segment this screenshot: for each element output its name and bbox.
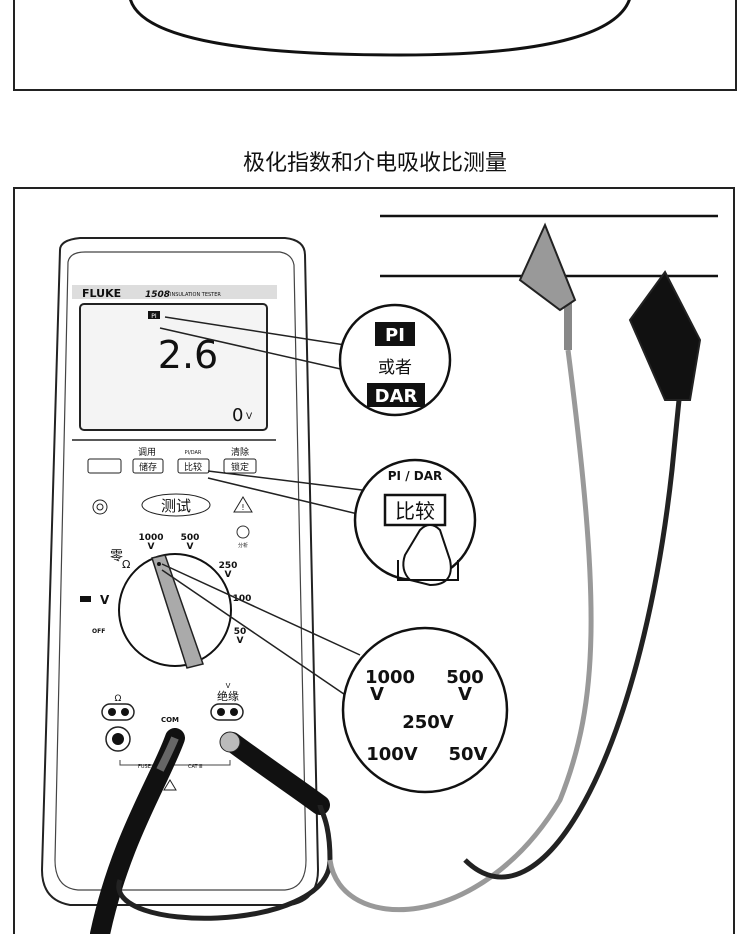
lock-button[interactable] xyxy=(223,458,257,474)
svg-text:V: V xyxy=(458,684,472,705)
svg-text:OFF: OFF xyxy=(92,628,105,635)
compare-button[interactable] xyxy=(177,458,210,474)
leader-button xyxy=(207,470,363,516)
svg-text:DAR: DAR xyxy=(375,386,418,407)
model-number: 1508 xyxy=(145,290,170,300)
svg-text:COM: COM xyxy=(161,716,179,724)
analysis-indicator xyxy=(236,525,250,539)
svg-text:V: V xyxy=(187,542,194,552)
ohm-jack-pair[interactable] xyxy=(101,703,135,721)
figure-frame xyxy=(13,187,735,934)
svg-text:100V: 100V xyxy=(366,744,418,765)
svg-text:PI/DAR: PI/DAR xyxy=(185,450,202,456)
callout-voltages xyxy=(341,626,509,794)
svg-text:50V: 50V xyxy=(449,744,488,765)
svg-text:绝缘: 绝缘 xyxy=(217,689,239,703)
svg-text:清除: 清除 xyxy=(231,446,249,458)
svg-text:50: 50 xyxy=(234,627,247,637)
svg-text:Ω: Ω xyxy=(122,558,130,571)
v-jack-pair[interactable] xyxy=(210,703,244,721)
lcd-pi-indicator xyxy=(148,311,160,319)
lcd-voltage-unit: V xyxy=(246,412,253,422)
black-alligator-clip xyxy=(628,270,702,401)
previous-cable-curve xyxy=(129,0,631,57)
svg-text:V: V xyxy=(237,636,244,646)
svg-text:比较: 比较 xyxy=(395,499,435,523)
svg-text:V: V xyxy=(148,542,155,552)
blank-button[interactable] xyxy=(87,458,122,474)
svg-text:V: V xyxy=(100,593,110,607)
svg-text:250: 250 xyxy=(219,561,238,571)
svg-text:500: 500 xyxy=(181,533,200,543)
figure-title: 极化指数和介电吸收比测量 xyxy=(243,151,507,176)
svg-text:储存: 储存 xyxy=(139,461,157,473)
svg-text:100: 100 xyxy=(233,594,252,604)
svg-text:!: ! xyxy=(241,503,244,512)
previous-frame xyxy=(13,0,737,91)
svg-text:V: V xyxy=(226,682,231,690)
svg-text:锁定: 锁定 xyxy=(231,461,249,473)
svg-text:零: 零 xyxy=(110,549,123,564)
dial-pointer xyxy=(151,554,204,669)
svg-text:CAT Ⅲ: CAT Ⅲ xyxy=(188,764,203,770)
test-button[interactable] xyxy=(141,493,211,517)
warning-icon xyxy=(233,496,253,513)
svg-text:PI: PI xyxy=(385,325,405,346)
lcd-display xyxy=(79,303,268,431)
lcd-reading: 2.6 xyxy=(158,333,218,377)
svg-text:比较: 比较 xyxy=(184,461,202,473)
svg-text:500: 500 xyxy=(446,667,484,688)
svg-text:V: V xyxy=(370,684,384,705)
svg-text:或者: 或者 xyxy=(378,358,412,378)
svg-text:250V: 250V xyxy=(402,712,454,733)
battery-icon xyxy=(80,596,91,602)
brand-logo: FLUKE xyxy=(82,287,121,300)
svg-text:Ω: Ω xyxy=(115,694,122,704)
backlight-icon[interactable] xyxy=(92,499,108,515)
model-subtitle: INSULATION TESTER xyxy=(170,292,221,298)
svg-text:PI / DAR: PI / DAR xyxy=(388,469,443,483)
svg-text:调用: 调用 xyxy=(138,447,156,458)
leader-dial xyxy=(161,563,361,706)
svg-text:测试: 测试 xyxy=(161,497,191,515)
svg-text:V: V xyxy=(225,570,232,580)
test-leads xyxy=(90,222,702,934)
gray-alligator-clip xyxy=(518,222,577,312)
svg-text:FUSE: FUSE xyxy=(138,764,151,770)
svg-text:1000: 1000 xyxy=(138,533,163,543)
leader-display xyxy=(159,316,346,371)
svg-text:1000: 1000 xyxy=(365,667,415,688)
svg-text:PI: PI xyxy=(151,313,157,320)
lcd-voltage: 0 xyxy=(232,405,243,426)
brand-strip xyxy=(72,285,277,299)
store-button[interactable] xyxy=(132,458,164,474)
svg-text:分析: 分析 xyxy=(238,542,248,549)
